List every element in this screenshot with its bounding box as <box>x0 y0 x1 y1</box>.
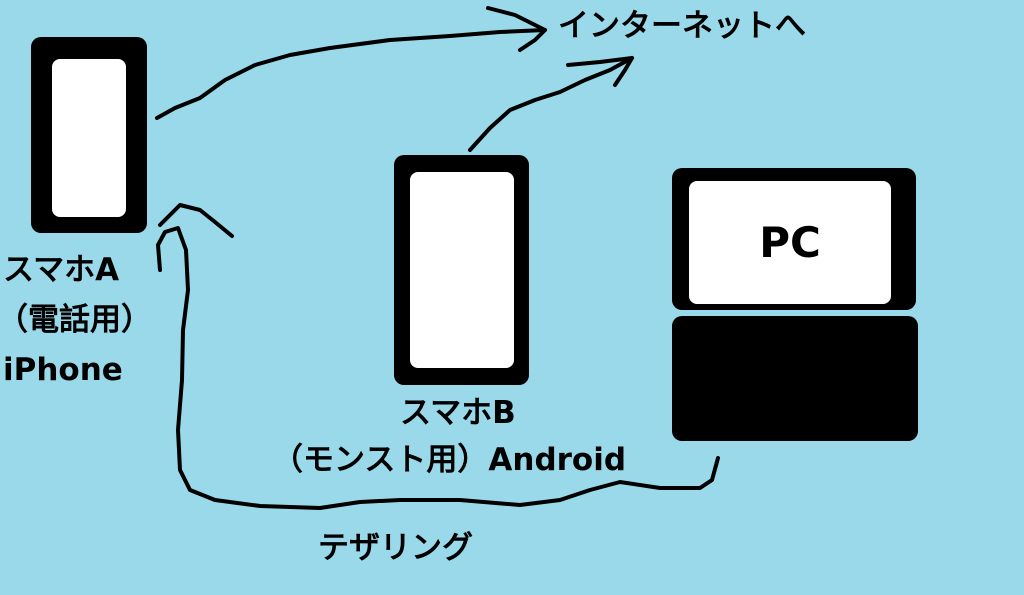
phone-a-label-2: （電話用） <box>0 302 152 338</box>
pc-screen: PC <box>689 181 891 304</box>
phone-b <box>394 155 529 385</box>
phone-b-label-1: スマホB <box>400 395 516 431</box>
arrow-phone-a-to-internet <box>155 28 547 120</box>
tethering-line <box>156 226 720 510</box>
pc-monitor: PC <box>672 168 916 310</box>
tethering-arrowhead <box>158 203 234 238</box>
phone-a-screen <box>52 59 126 217</box>
pc-label: PC <box>759 218 821 267</box>
arrow-phone-b-to-internet <box>468 56 634 152</box>
phone-b-screen <box>410 172 514 368</box>
phone-a-label-1: スマホA <box>3 252 120 288</box>
pc-keyboard <box>672 316 918 441</box>
internet-label: インターネットへ <box>558 8 806 44</box>
arrowhead-internet-a <box>486 6 547 52</box>
phone-b-label-2: （モンスト用）Android <box>272 442 627 478</box>
arrowhead-internet-b <box>566 56 634 87</box>
phone-a-label-3: iPhone <box>3 352 123 388</box>
tethering-label: テザリング <box>318 530 473 566</box>
phone-a <box>31 37 147 233</box>
